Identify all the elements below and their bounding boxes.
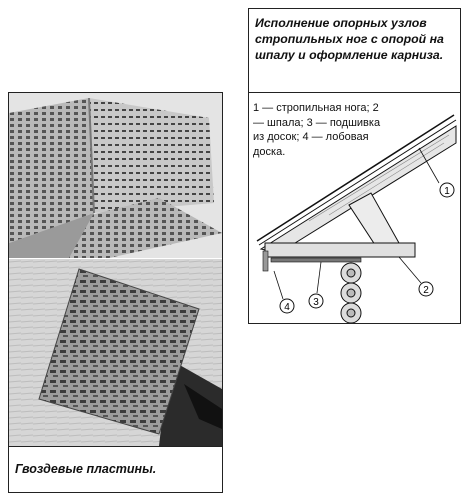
svg-text:1: 1 (444, 186, 450, 197)
nail-plates-figure: Гвоздевые пластины. (8, 92, 223, 493)
rafter-wood-grain (308, 134, 450, 222)
leader-lines (273, 147, 440, 300)
log-wall (340, 262, 362, 323)
roof-covering-line (256, 114, 455, 242)
svg-text:4: 4 (284, 302, 290, 313)
svg-text:3: 3 (313, 297, 319, 308)
drawing-legend: 1 — стропильная нога; 2 — шпала; 3 — под… (253, 102, 381, 158)
callout-1: 1 (439, 182, 455, 198)
nail-plates-photo-top (9, 93, 222, 258)
soffit-boarding (270, 257, 362, 263)
callout-3: 3 (308, 293, 324, 309)
roof-covering-line-2 (258, 119, 457, 246)
nail-plate-on-wood-image (9, 259, 222, 446)
figure-caption-box: Гвоздевые пластины. (9, 446, 222, 492)
perforated-plates-image (9, 93, 222, 258)
rafter-node-drawing: 1 2 3 4 (256, 114, 457, 323)
nail-plate-photo-bottom (9, 259, 222, 446)
strut (348, 192, 400, 252)
callout-4: 4 (279, 298, 295, 314)
rafter-node-figure: Исполнение опорных узлов стропильных ног… (248, 8, 461, 324)
sleeper-beam (264, 242, 416, 258)
fascia-board (262, 250, 269, 272)
figure-title-box: Исполнение опорных узлов стропильных ног… (249, 9, 460, 93)
callout-2: 2 (418, 281, 434, 297)
figure-caption: Гвоздевые пластины. (15, 462, 157, 476)
svg-text:2: 2 (423, 285, 429, 296)
figure-title: Исполнение опорных узлов стропильных ног… (255, 16, 444, 62)
